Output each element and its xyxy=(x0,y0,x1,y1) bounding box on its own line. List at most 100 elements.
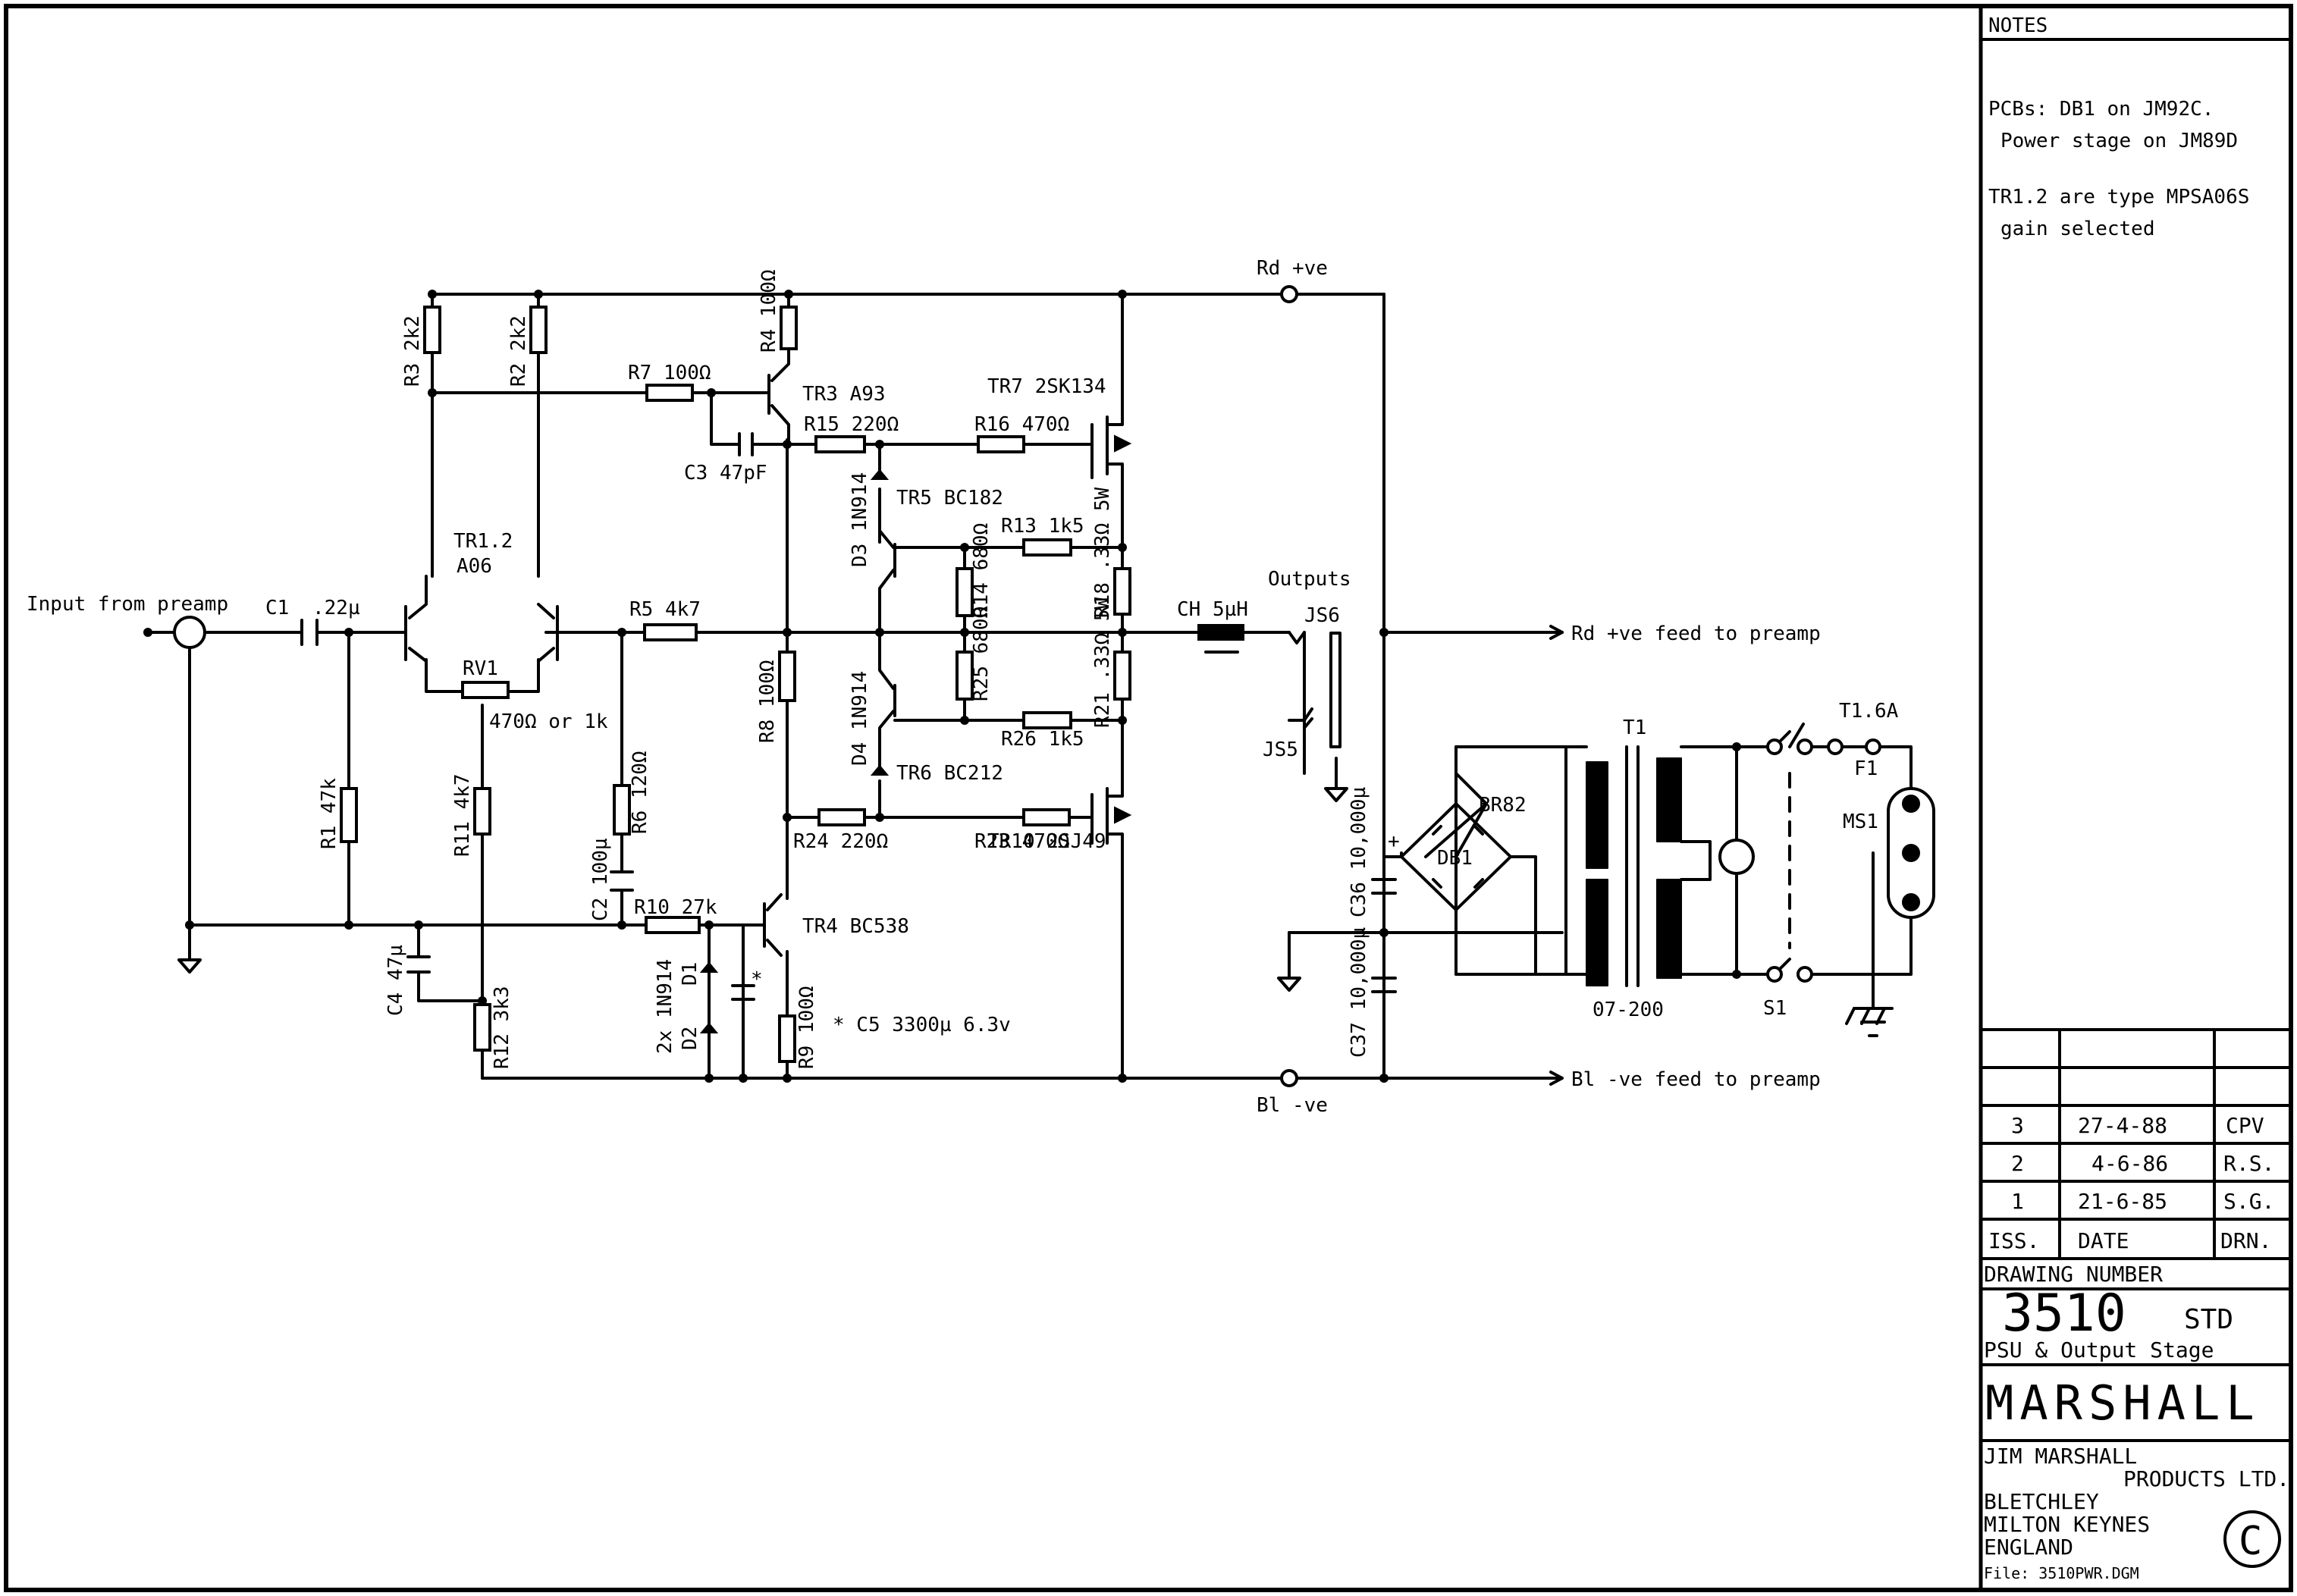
label-d4: D4 1N914 xyxy=(849,671,871,766)
address-line1: BLETCHLEY xyxy=(1984,1489,2099,1514)
capacitors xyxy=(300,432,1397,1001)
label-r6: R6 120Ω xyxy=(629,751,651,834)
rev-header-iss: ISS. xyxy=(1988,1228,2039,1253)
label-tr7: TR7 2SK134 xyxy=(987,375,1106,398)
rev3-date: 27-4-88 xyxy=(2078,1113,2167,1138)
notes-heading: NOTES xyxy=(1988,14,2048,37)
label-c4: C4 47µ xyxy=(384,945,407,1016)
rev2-date: 4-6-86 xyxy=(2091,1151,2168,1176)
label-c3: C3 47pF xyxy=(684,462,767,484)
wiring xyxy=(146,290,1935,1086)
notes-line3: TR1.2 are type MPSA06S xyxy=(1988,186,2249,209)
label-c1: C1 xyxy=(265,597,289,619)
notes-line2: Power stage on JM89D xyxy=(2000,130,2238,152)
label-r2: R2 2k2 xyxy=(507,315,530,387)
rev2-drn: R.S. xyxy=(2223,1151,2274,1176)
resistors xyxy=(340,306,1244,1063)
label-r1: R1 47k xyxy=(318,778,340,849)
rev3-drn: CPV xyxy=(2226,1113,2264,1138)
label-tr6: TR6 BC212 xyxy=(896,762,1003,785)
label-tr3: TR3 A93 xyxy=(802,383,886,406)
revision-table: 3 27-4-88 CPV 2 4-6-86 R.S. 1 21-6-85 S.… xyxy=(1981,1028,2291,1260)
label-d12: 2x 1N914 xyxy=(654,959,676,1054)
label-tr12t: A06 xyxy=(457,555,492,578)
label-d1: D1 xyxy=(679,962,701,986)
label-br82: BR82 xyxy=(1479,794,1527,817)
label-rdpos: Rd +ve xyxy=(1257,257,1328,280)
rev-header-date: DATE xyxy=(2078,1228,2129,1253)
label-tr5: TR5 BC182 xyxy=(896,487,1003,510)
label-c2: C2 100µ xyxy=(589,838,612,921)
label-r9: R9 100Ω xyxy=(795,986,818,1069)
rev2-iss: 2 xyxy=(2011,1151,2024,1176)
address-line3: ENGLAND xyxy=(1984,1535,2073,1560)
label-r14: R14 680Ω xyxy=(970,523,993,618)
label-tr10: TR10 2SJ49 xyxy=(987,830,1106,853)
label-c1v: .22µ xyxy=(312,597,360,619)
label-r11: R11 4k7 xyxy=(451,773,474,857)
label-t1: T1 xyxy=(1623,716,1646,739)
label-r3: R3 2k2 xyxy=(401,315,424,387)
drawing-suffix: STD xyxy=(2184,1304,2233,1335)
label-c36: C36 10,000µ xyxy=(1348,787,1370,917)
label-r23: R23 470Ω xyxy=(974,830,1069,853)
label-r16: R16 470Ω xyxy=(974,413,1069,436)
semiconductors xyxy=(404,434,1484,1033)
label-rv1: RV1 xyxy=(463,657,498,680)
rev-header-drn: DRN. xyxy=(2220,1228,2271,1253)
junctions xyxy=(143,290,1741,1083)
label-r12: R12 3k3 xyxy=(491,986,513,1069)
label-r8: R8 100Ω xyxy=(756,660,779,743)
label-c5mark: * xyxy=(751,968,763,991)
rev1-date: 21-6-85 xyxy=(2078,1189,2167,1214)
component-labels-vertical: R3 2k2 R2 2k2 R4 100Ω D3 1N914 R14 680Ω … xyxy=(318,269,1370,1069)
label-js5: JS5 xyxy=(1263,738,1298,761)
terminals xyxy=(173,285,1881,1087)
label-ms1: MS1 xyxy=(1843,811,1878,833)
label-t1num: 07-200 xyxy=(1593,999,1664,1021)
file-name: File: 3510PWR.DGM xyxy=(1984,1564,2139,1582)
rev1-iss: 1 xyxy=(2011,1189,2024,1214)
label-outputs: Outputs xyxy=(1268,568,1351,591)
sheet-border xyxy=(4,4,2293,1592)
label-r18: R18 .33Ω 5W xyxy=(1091,487,1114,618)
copyright-mark: C xyxy=(2239,1519,2262,1564)
brand-marshall: MARSHALL xyxy=(1985,1375,2261,1431)
rev3-iss: 3 xyxy=(2011,1113,2024,1138)
drawing-number-label: DRAWING NUMBER xyxy=(1984,1262,2163,1287)
label-r26: R26 1k5 xyxy=(1001,728,1084,751)
label-rv1v: 470Ω or 1k xyxy=(489,710,608,733)
title-block: DRAWING NUMBER 3510 STD PSU & Output Sta… xyxy=(1981,1262,2291,1582)
label-c5: * C5 3300µ 6.3v xyxy=(833,1014,1011,1036)
label-tr12: TR1.2 xyxy=(453,530,513,553)
label-r10: R10 27k xyxy=(634,896,717,919)
rev1-drn: S.G. xyxy=(2223,1189,2274,1214)
label-js6: JS6 xyxy=(1304,604,1340,627)
label-f1: F1 xyxy=(1854,757,1878,780)
address-line2: MILTON KEYNES xyxy=(1984,1512,2150,1537)
label-r25: R25 680Ω xyxy=(970,607,993,701)
company-line1: JIM MARSHALL xyxy=(1984,1444,2137,1469)
label-blfeed: Bl -ve feed to preamp xyxy=(1571,1068,1821,1091)
component-labels: Input from preamp C1 .22µ TR1.2 A06 RV1 … xyxy=(27,257,1899,1117)
label-r4: R4 100Ω xyxy=(758,269,780,353)
drawing-title: PSU & Output Stage xyxy=(1984,1337,2214,1362)
label-r13: R13 1k5 xyxy=(1001,515,1084,538)
notes-line4: gain selected xyxy=(2000,218,2155,240)
notes-line1: PCBs: DB1 on JM92C. xyxy=(1988,98,2214,121)
label-r7: R7 100Ω xyxy=(628,362,711,384)
label-tr4: TR4 BC538 xyxy=(802,915,909,938)
company-line2: PRODUCTS LTD. xyxy=(2123,1466,2289,1491)
label-r24: R24 220Ω xyxy=(793,830,888,853)
label-input: Input from preamp xyxy=(27,593,228,616)
label-ch: CH 5µH xyxy=(1177,598,1248,621)
label-d3: D3 1N914 xyxy=(849,472,871,567)
label-r21: R21 .33Ω 5W xyxy=(1091,597,1114,728)
label-s1: S1 xyxy=(1763,997,1787,1020)
label-r5: R5 4k7 xyxy=(629,598,701,621)
drawing-number: 3510 xyxy=(2002,1284,2126,1344)
copyright-icon xyxy=(2223,1510,2281,1568)
label-rdfeed: Rd +ve feed to preamp xyxy=(1571,622,1821,645)
label-r15: R15 220Ω xyxy=(804,413,899,436)
